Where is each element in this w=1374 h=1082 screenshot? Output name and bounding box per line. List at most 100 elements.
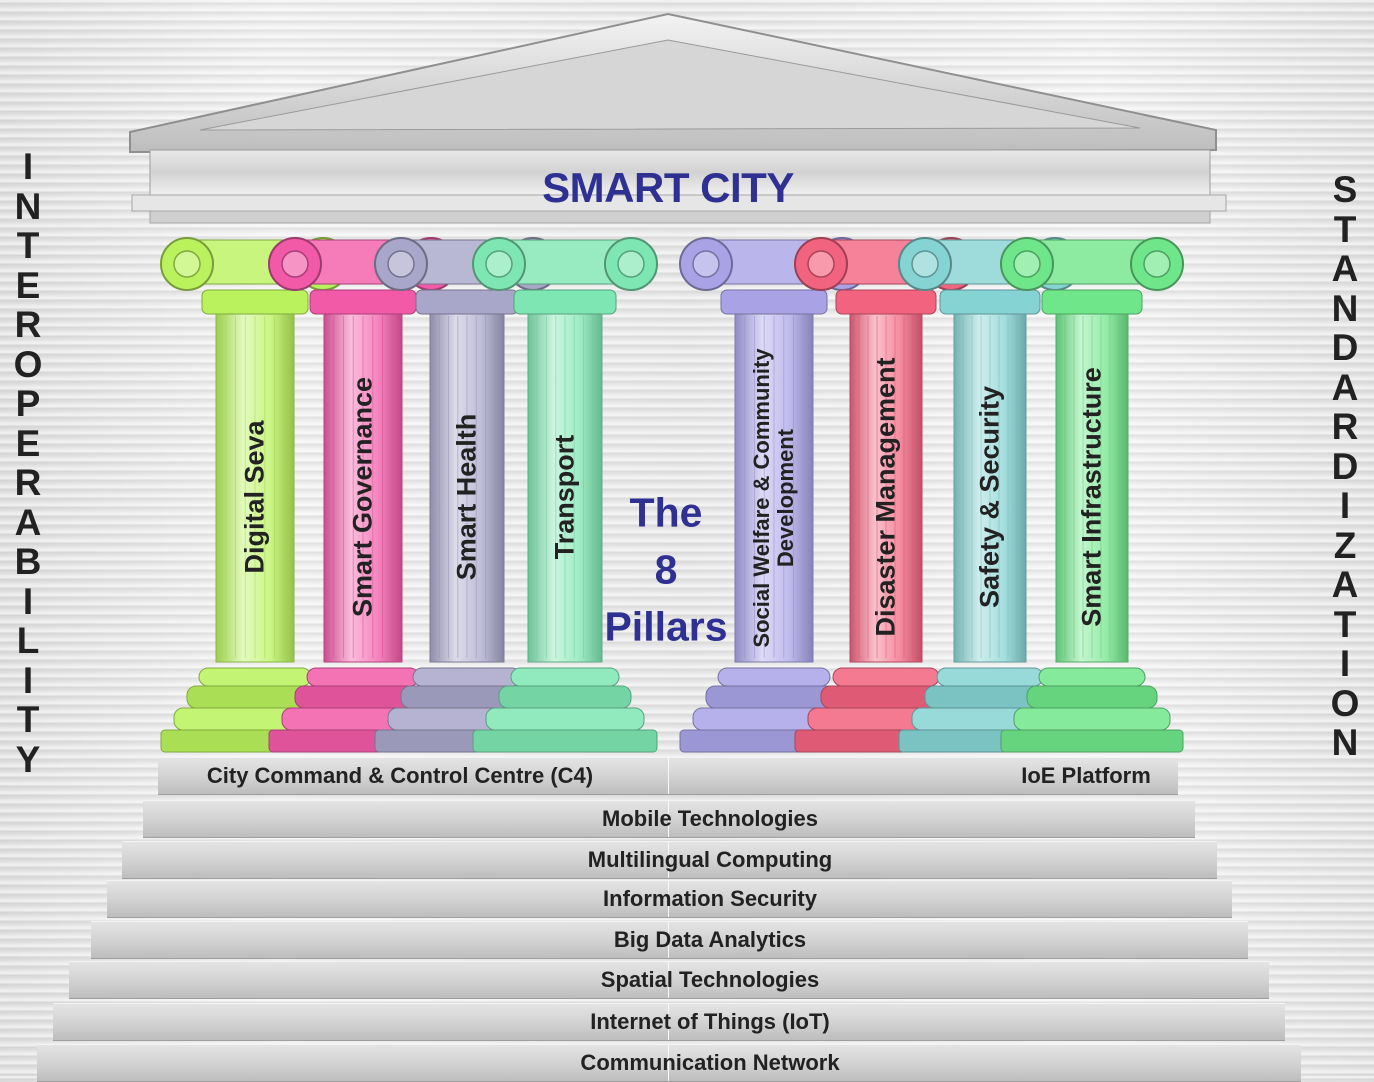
center-label-line-3: Pillars: [604, 603, 728, 650]
c4-label: City Command & Control Centre (C4): [206, 763, 594, 788]
interoperability-letter: E: [15, 422, 41, 464]
technology-layer-step: Spatial Technologies: [69, 961, 1269, 999]
standardization-letter: I: [1339, 485, 1351, 526]
interoperability-letter: I: [22, 580, 34, 622]
frieze: [149, 149, 1211, 196]
technology-layer-label: Multilingual Computing: [587, 847, 833, 872]
technology-layer-label: Internet of Things (IoT): [590, 1009, 830, 1034]
pillar-collar: [939, 289, 1041, 315]
diagram-title: SMART CITY: [542, 164, 794, 211]
interoperability-letter: N: [14, 185, 42, 227]
interoperability-letter: I: [22, 659, 34, 701]
ioe-platform-label: IoE Platform: [1021, 763, 1151, 788]
pillar-label-text: Smart Infrastructure: [1076, 367, 1107, 627]
pillar-base-tier: [1026, 685, 1158, 709]
pillar-volute-eye: [617, 250, 645, 278]
center-label-line-2: 8: [654, 546, 678, 593]
standardization-letter: T: [1333, 603, 1357, 645]
pillar-collar: [309, 289, 417, 315]
pillar-label-text: Social Welfare & Community Development: [749, 348, 798, 648]
pillar-volute-eye: [692, 250, 720, 278]
pillar-collar: [835, 289, 937, 315]
columns-group: [160, 237, 1184, 753]
standardization-letter: D: [1331, 327, 1359, 368]
pillar-column: [1000, 237, 1184, 753]
technology-layer-step: Communication Network: [37, 1044, 1301, 1082]
interoperability-letter: L: [16, 620, 40, 661]
pillar-collar: [513, 289, 617, 315]
standardization-letter: S: [1332, 169, 1358, 210]
pillar-base-tier: [717, 667, 831, 687]
interoperability-letter: A: [14, 501, 42, 543]
pillar-base-tier: [832, 667, 940, 687]
technology-layer-step: Information Security: [107, 880, 1232, 918]
pillar-base-tier: [306, 667, 420, 687]
pillar-volute-eye: [911, 250, 939, 278]
technology-layer-step: Internet of Things (IoT): [53, 1003, 1285, 1041]
technology-layer-step: Multilingual Computing: [122, 841, 1217, 879]
pillar-label-text: Smart Health: [451, 413, 482, 581]
standardization-letter: D: [1331, 445, 1359, 487]
technology-layer-label: Information Security: [603, 886, 817, 911]
standardization-letter: A: [1331, 366, 1359, 408]
standardization-letter: T: [1333, 208, 1357, 250]
pillar-base-tier: [472, 729, 658, 753]
pillar-base-tier: [510, 667, 620, 687]
interoperability-letter: Y: [15, 738, 41, 780]
technology-layer-label: Big Data Analytics: [613, 927, 807, 952]
pillar-base-tier: [498, 685, 632, 709]
pillar-base-tier: [1000, 729, 1184, 753]
standardization-letter: N: [1331, 722, 1359, 763]
interoperability-letter: T: [16, 699, 40, 740]
pillar-volute-eye: [281, 250, 309, 278]
center-label-line-1: The: [629, 489, 703, 536]
interoperability-letter: R: [14, 462, 42, 503]
pillar-base-tier: [198, 667, 312, 687]
pillar-base-tier: [1013, 707, 1171, 731]
interoperability-letter: O: [13, 343, 43, 385]
interoperability-letter: E: [15, 264, 41, 306]
standardization-letter: O: [1330, 682, 1360, 724]
technology-layer-step: Mobile Technologies: [143, 800, 1195, 838]
interoperability-letter: P: [15, 383, 41, 424]
pillar-base-tier: [485, 707, 645, 731]
standardization-letter: R: [1331, 406, 1359, 447]
pillar-volute-eye: [485, 250, 513, 278]
standardization-letter: A: [1331, 248, 1359, 289]
pillar-base-tier: [412, 667, 522, 687]
pillar-collar: [720, 289, 828, 315]
eight-pillars-label: The 8 Pillars: [604, 485, 727, 656]
architrave-base: [149, 210, 1211, 224]
standardization-letter: Z: [1333, 524, 1357, 566]
standardization-letter: A: [1331, 564, 1359, 605]
pillar-label-text: Digital Seva: [239, 420, 270, 574]
interoperability-letter: T: [16, 225, 40, 266]
pillar-column: [472, 237, 658, 753]
pillar-collar: [1041, 289, 1143, 315]
technology-layer-step: Big Data Analytics: [91, 921, 1248, 959]
technology-layer-label: Communication Network: [580, 1050, 840, 1075]
pillar-volute-eye: [1013, 250, 1041, 278]
pillar-label-text: Disaster Management: [870, 357, 901, 637]
interoperability-letter: B: [14, 541, 42, 582]
pillar-label-text: Safety & Security: [974, 385, 1005, 609]
pillar-volute-eye: [173, 250, 201, 278]
pillar-volute-eye: [387, 250, 415, 278]
pillar-collar: [415, 289, 519, 315]
pillar-collar: [201, 289, 309, 315]
pillar-volute-eye: [1143, 250, 1171, 278]
pillar-volute-eye: [807, 250, 835, 278]
pillar-label-text: Transport: [549, 434, 580, 560]
pediment-inner: [199, 39, 1141, 131]
standardization-letter: I: [1339, 643, 1351, 684]
technology-layer-label: Spatial Technologies: [600, 967, 820, 992]
pillar-base-tier: [1038, 667, 1146, 687]
interoperability-letter: I: [22, 146, 34, 187]
technology-layer-label: Mobile Technologies: [602, 806, 818, 831]
platform-step: City Command & Control Centre (C4) IoE P…: [158, 757, 1178, 795]
pillar-label-text: Smart Governance: [347, 376, 378, 618]
